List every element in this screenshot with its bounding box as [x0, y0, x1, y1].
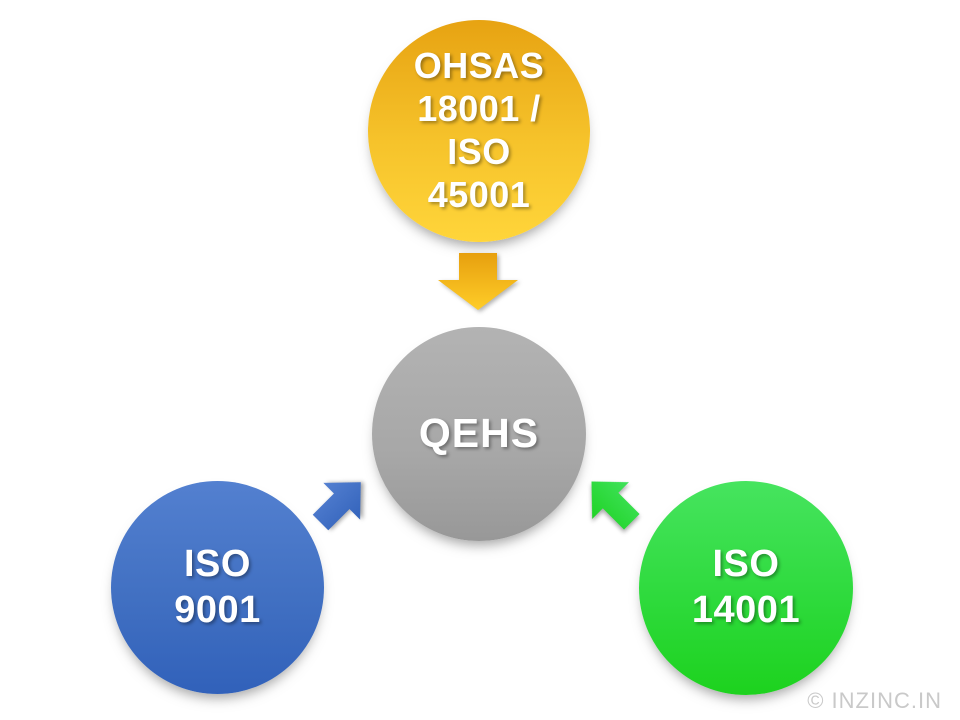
arrow-left-to-center [312, 476, 382, 546]
up-left-arrow-icon [591, 481, 640, 530]
node-iso-9001-label: ISO 9001 [174, 542, 261, 631]
node-iso-14001: ISO 14001 [639, 481, 853, 695]
watermark-text: © INZINC.IN [807, 688, 942, 713]
arrow-right-to-center [583, 476, 653, 546]
arrow-top-to-center [437, 253, 519, 316]
node-ohsas-18001-iso-45001: OHSAS 18001 / ISO 45001 [368, 20, 590, 242]
up-right-arrow-icon [312, 482, 361, 531]
node-ohsas-18001-iso-45001-label: OHSAS 18001 / ISO 45001 [413, 45, 545, 215]
down-arrow-icon [438, 253, 518, 310]
node-qehs-label: QEHS [418, 410, 540, 457]
node-qehs-center: QEHS [372, 327, 586, 541]
node-iso-14001-label: ISO 14001 [691, 543, 801, 631]
node-iso-9001: ISO 9001 [111, 481, 324, 694]
